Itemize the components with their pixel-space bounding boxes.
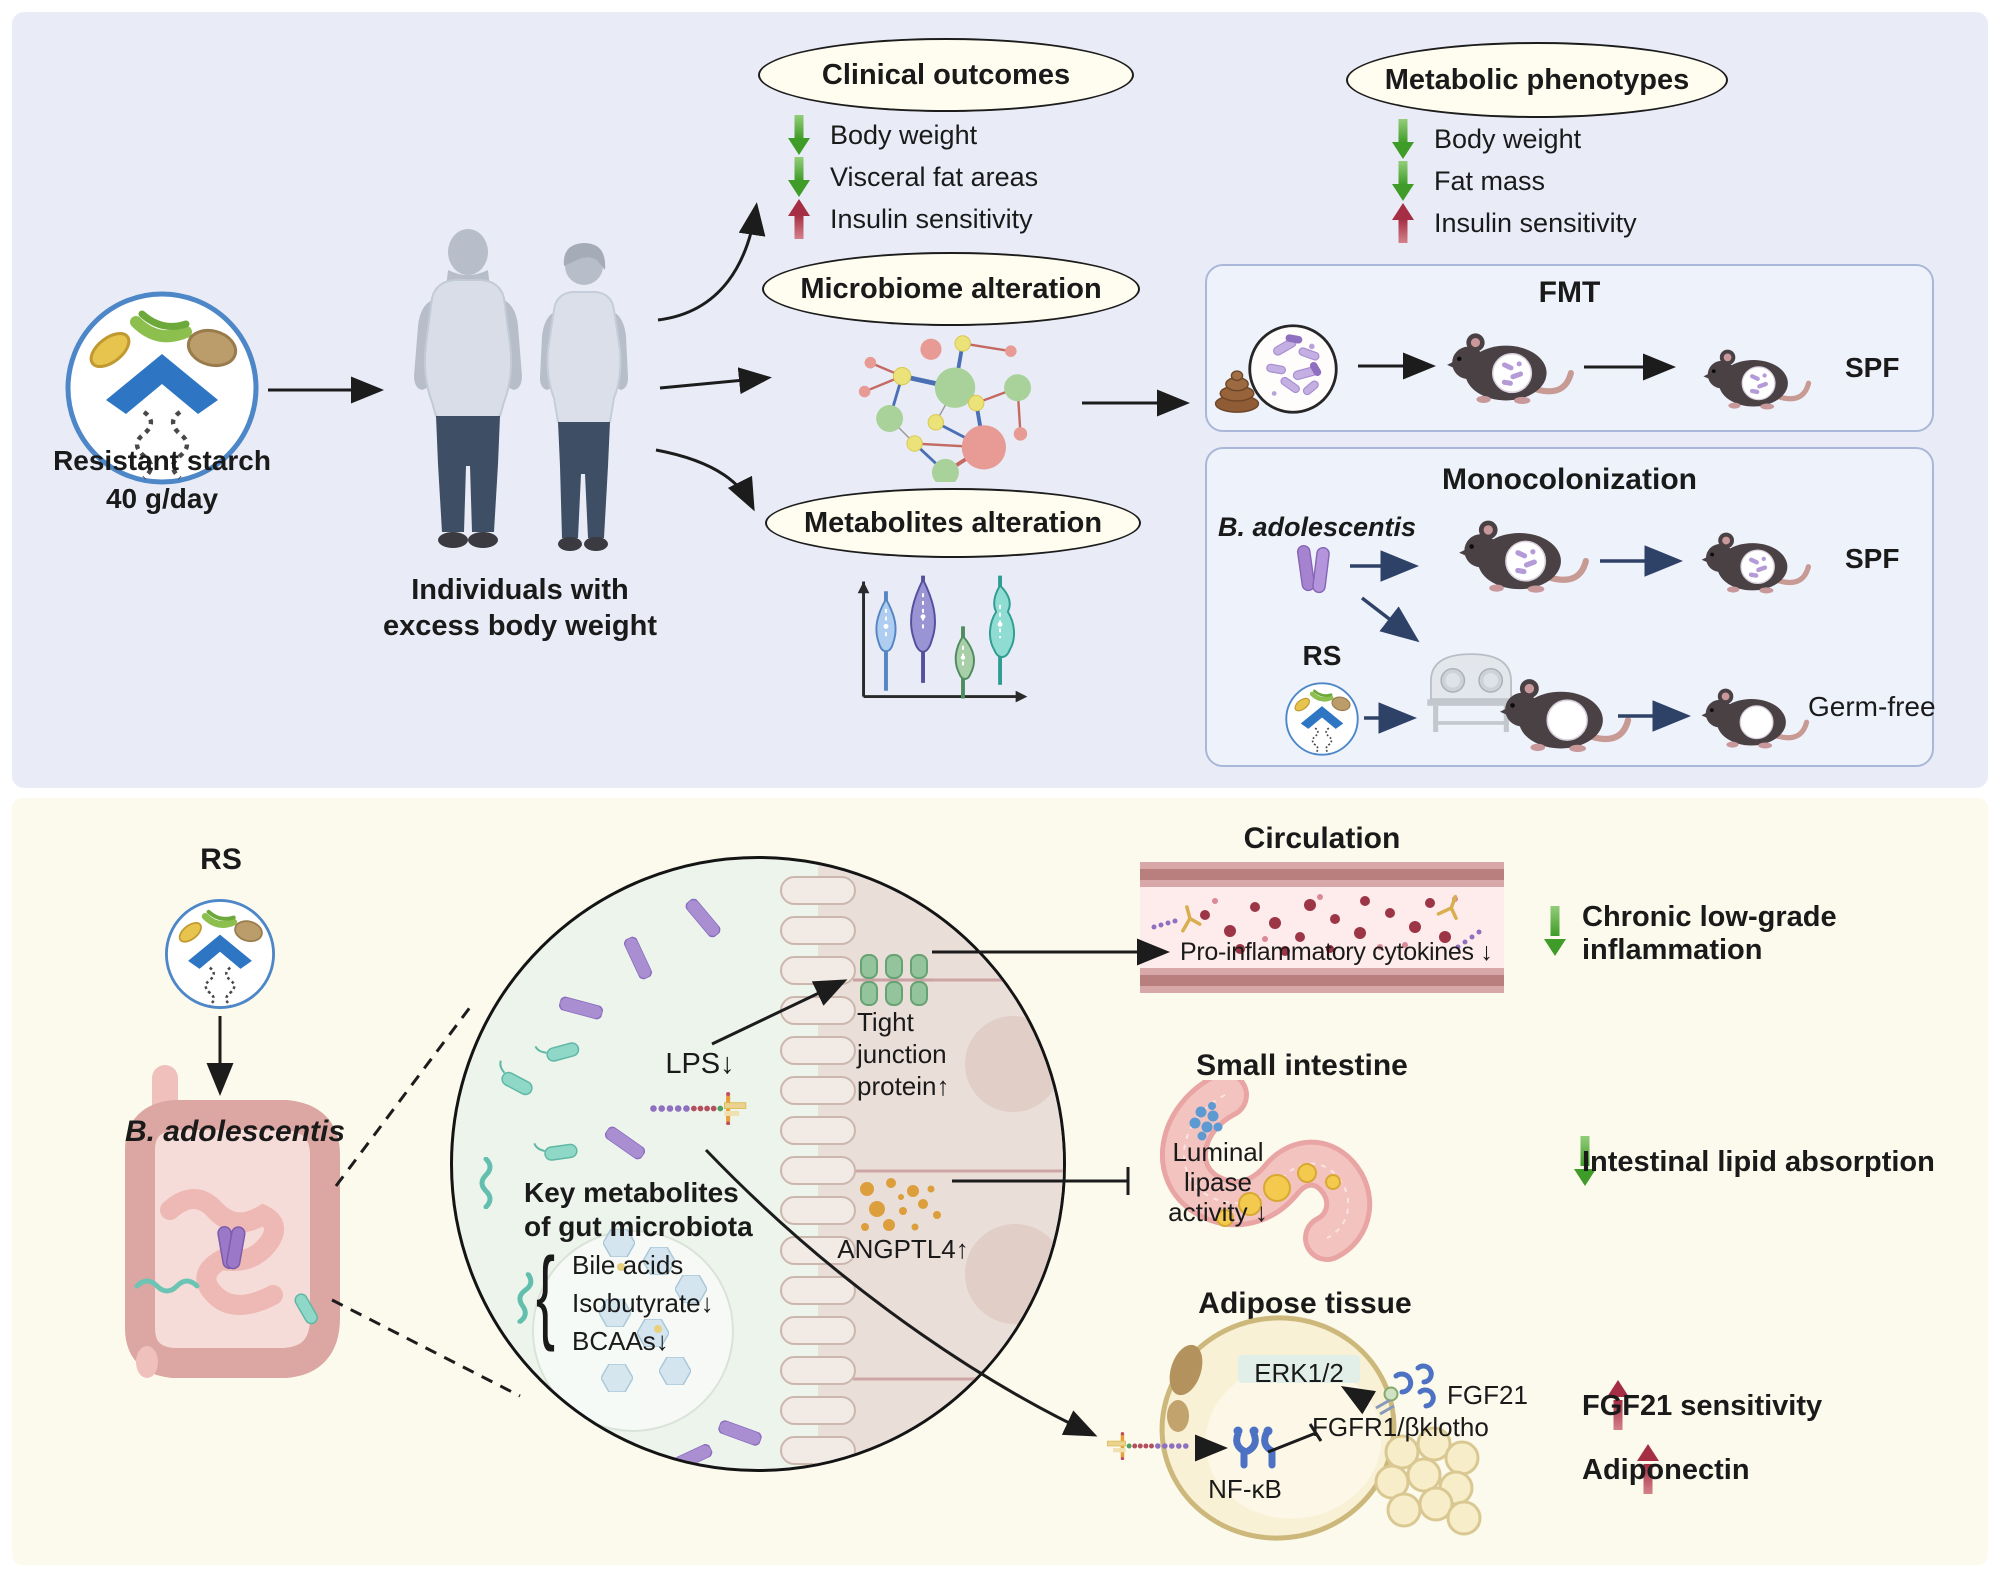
blood-vessel (1140, 862, 1504, 993)
germfree-mouse-icon (1495, 676, 1633, 760)
list-item: Insulin sensitivity (1392, 202, 1637, 244)
spf-mouse-icon (1443, 330, 1575, 412)
fmt-title: FMT (1538, 276, 1601, 309)
resistant-starch-label: Resistant starch 40 g/day (53, 445, 271, 514)
monocolonization-title: Monocolonization (1442, 463, 1697, 496)
clinical-outcomes-list: Body weight Visceral fat areas Insulin s… (788, 114, 1038, 240)
adiponectin-outcome-label: Adiponectin (1582, 1454, 1750, 1486)
person-female (540, 243, 628, 551)
small-intestine-illustration (1160, 1080, 1373, 1262)
up-arrow-icon (788, 199, 810, 239)
b-adolescentis-icon (1290, 540, 1338, 600)
list-item: Body weight (788, 114, 1038, 156)
lps-label: LPS↓ (665, 1048, 735, 1080)
mono-spf-label: SPF (1845, 543, 1900, 574)
key-metabolites-label: Key metabolites of gut microbiota (524, 1177, 753, 1242)
rs-mini-icon (1284, 681, 1360, 757)
lipid-absorption-outcome-label: Intestinal lipid absorption (1582, 1146, 1935, 1178)
down-arrow-icon (788, 157, 810, 197)
metabolic-phenotypes-title: Metabolic phenotypes (1384, 63, 1690, 96)
metabolic-phenotypes-list: Body weight Fat mass Insulin sensitivity (1392, 118, 1637, 244)
metabolite-molecules (599, 1229, 707, 1392)
metabolic-phenotypes-oval: Metabolic phenotypes (1346, 42, 1728, 118)
rs-icon-bottom (163, 897, 277, 1011)
individuals-label: Individuals with excess body weight (383, 574, 657, 642)
inflammation-outcome-label: Chronic low-grade inflammation (1582, 901, 1837, 966)
brace-glyph: { (536, 1237, 556, 1353)
angptl4-label: ANGPTL4↑ (837, 1234, 969, 1264)
mono-rs-label: RS (1302, 640, 1342, 671)
nfkb-label: NF-κB (1208, 1474, 1282, 1504)
intestine-illustration (125, 1065, 340, 1378)
metabolites-alteration-title: Metabolites alteration (803, 506, 1103, 539)
violin-plot-icon (857, 575, 1028, 703)
clinical-outcomes-oval: Clinical outcomes (758, 38, 1134, 112)
adipocyte-illustration (1159, 1315, 1482, 1541)
list-item: Insulin sensitivity (788, 198, 1038, 240)
clinical-outcomes-title: Clinical outcomes (821, 58, 1071, 91)
lipase-enzymes-icon (1189, 1102, 1223, 1141)
gut-magnified-circle (450, 856, 1066, 1472)
spf-mouse-icon (1700, 347, 1812, 416)
fecal-microbiota-icon (1246, 322, 1340, 416)
germfree-mouse-icon (1698, 686, 1810, 755)
down-arrow-icon (1392, 119, 1414, 159)
down-arrow-icon (1542, 906, 1568, 956)
b-adolescentis-label: B. adolescentis (1217, 512, 1417, 542)
vessel-wall-top (1140, 862, 1504, 887)
tight-junction-label: Tight junction protein↑ (857, 1007, 950, 1101)
list-item: Visceral fat areas (788, 156, 1038, 198)
fgf21-outcome-label: FGF21 sensitivity (1582, 1390, 1823, 1422)
erk-label: ERK1/2 (1254, 1358, 1344, 1388)
metabolite-list: Bile acids Isobutyrate↓ BCAAs↓ (572, 1250, 714, 1356)
adipose-tissue-title: Adipose tissue (1198, 1287, 1412, 1320)
lps-molecule-icon (1106, 1432, 1190, 1460)
fgf21-label: FGF21 (1447, 1380, 1528, 1410)
gut-circle-art (453, 859, 1063, 1469)
up-arrow-icon (1392, 203, 1414, 243)
microbiome-network-icon (858, 335, 1032, 482)
metabolites-alteration-oval: Metabolites alteration (765, 488, 1141, 558)
germfree-label: Germ-free (1808, 691, 1936, 722)
fmt-spf-label: SPF (1845, 352, 1900, 383)
fgfr-label: FGFR1/βklotho (1312, 1412, 1489, 1442)
tight-junction-icon (853, 954, 933, 1006)
spf-mouse-icon (1698, 530, 1812, 600)
microbiome-alteration-oval: Microbiome alteration (762, 252, 1140, 326)
fat-cell-cluster-icon (1374, 1426, 1482, 1536)
rs-label-bottom: RS (200, 843, 242, 876)
vessel-wall-bottom (1140, 968, 1504, 993)
circulation-title: Circulation (1243, 822, 1401, 855)
list-item: Fat mass (1392, 160, 1637, 202)
list-item: Body weight (1392, 118, 1637, 160)
lps-molecule-icon (648, 1092, 748, 1125)
down-arrow-icon (1572, 1136, 1598, 1186)
down-arrow-icon (788, 115, 810, 155)
microbiome-alteration-title: Microbiome alteration (800, 272, 1102, 305)
small-intestine-title: Small intestine (1196, 1049, 1408, 1082)
individuals-illustration (414, 229, 628, 551)
fgf21-icon (1393, 1363, 1436, 1409)
down-arrow-icon (1392, 161, 1414, 201)
spf-mouse-icon (1455, 517, 1590, 601)
person-male (414, 229, 522, 548)
b-adolescentis-label-bottom: B. adolescentis (124, 1115, 346, 1148)
luminal-lipase-label: Luminal lipase activity ↓ (1168, 1137, 1268, 1227)
cytokines-label: Pro-inflammatory cytokines ↓ (1180, 938, 1493, 966)
vessel-contents (1151, 894, 1482, 956)
